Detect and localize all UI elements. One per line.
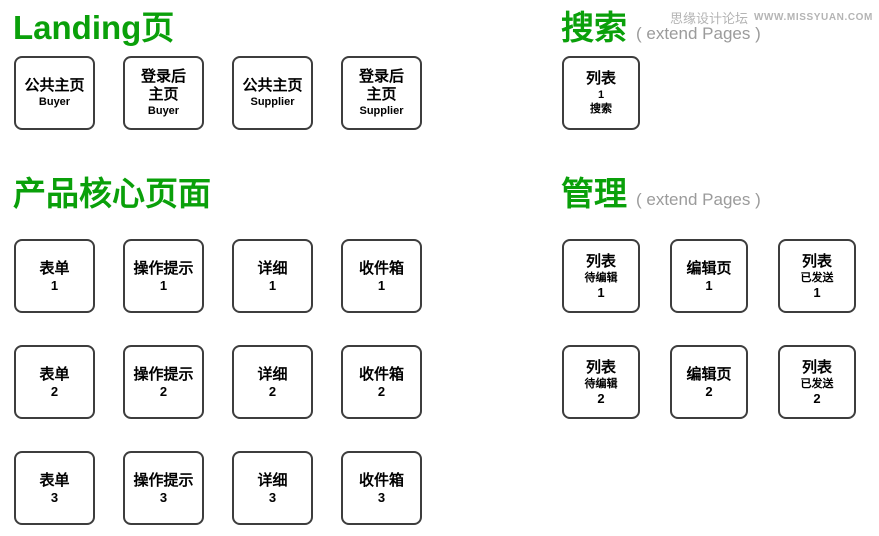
- box-label: 列表: [585, 70, 616, 87]
- box-label: 详细: [257, 471, 288, 489]
- box-label: 收件箱: [358, 471, 404, 489]
- box-detail-1: 详细 1: [232, 239, 313, 313]
- box-edit-page-2: 编辑页 2: [670, 345, 748, 419]
- search-section-header: 搜索 ( extend Pages ): [561, 8, 761, 48]
- box-number: 2: [597, 390, 605, 406]
- box-inbox-3: 收件箱 3: [341, 451, 422, 525]
- box-number: 2: [159, 383, 168, 399]
- box-label: 编辑页: [686, 259, 732, 277]
- box-public-home-buyer: 公共主页 Buyer: [14, 56, 95, 130]
- watermark-brand: 思缘设计论坛: [669, 11, 748, 26]
- box-number: 1: [597, 284, 605, 300]
- box-loggedin-home-supplier: 登录后 主页 Supplier: [341, 56, 422, 130]
- watermark: 思缘设计论坛 www.missyuan.com: [670, 8, 873, 27]
- box-label-line2: 主页: [366, 86, 397, 103]
- box-list-pending-2: 列表 待编辑 2: [562, 345, 640, 419]
- box-label: 公共主页: [242, 77, 303, 94]
- box-detail-3: 详细 3: [232, 451, 313, 525]
- box-label: 表单: [39, 259, 70, 277]
- box-sub-label: 搜索: [590, 103, 612, 115]
- box-label: 详细: [257, 365, 288, 383]
- box-label: 收件箱: [358, 259, 404, 277]
- box-label-line2: 主页: [148, 86, 179, 103]
- box-number: 1: [268, 277, 277, 293]
- box-inbox-1: 收件箱 1: [341, 239, 422, 313]
- box-label: 列表: [585, 252, 616, 270]
- box-label: 编辑页: [686, 365, 732, 383]
- box-action-tip-2: 操作提示 2: [123, 345, 204, 419]
- manage-section-header: 管理 ( extend Pages ): [561, 174, 761, 214]
- box-form-3: 表单 3: [14, 451, 95, 525]
- box-list-sent-1: 列表 已发送 1: [778, 239, 856, 313]
- box-public-home-supplier: 公共主页 Supplier: [232, 56, 313, 130]
- box-label: 公共主页: [24, 77, 85, 94]
- core-box-grid: 表单 1 操作提示 1 详细 1 收件箱 1 表单 2 操作提示 2 详细 2 …: [14, 239, 422, 525]
- manage-section-title: 管理: [561, 175, 627, 212]
- box-sub-label: Supplier: [250, 96, 295, 108]
- box-label: 登录后: [140, 68, 186, 85]
- box-label: 表单: [39, 471, 70, 489]
- box-number: 2: [268, 383, 277, 399]
- landing-box-grid: 公共主页 Buyer 登录后 主页 Buyer 公共主页 Supplier 登录…: [14, 56, 422, 130]
- box-label: 表单: [39, 365, 70, 383]
- box-number: 3: [50, 489, 59, 505]
- box-search-list-1: 列表 1 搜索: [562, 56, 640, 130]
- core-section-title: 产品核心页面: [13, 175, 211, 212]
- box-label: 操作提示: [133, 471, 194, 489]
- box-label: 详细: [257, 259, 288, 277]
- box-number: 3: [268, 489, 277, 505]
- box-number: 2: [813, 390, 821, 406]
- box-label: 收件箱: [358, 365, 404, 383]
- box-form-2: 表单 2: [14, 345, 95, 419]
- box-number: 2: [50, 383, 59, 399]
- box-form-1: 表单 1: [14, 239, 95, 313]
- box-number: 1: [813, 284, 821, 300]
- box-sub-label: Supplier: [359, 105, 404, 117]
- search-box-grid: 列表 1 搜索: [562, 56, 640, 130]
- landing-section-title: Landing页: [13, 9, 175, 46]
- box-label: 登录后: [358, 68, 404, 85]
- box-loggedin-home-buyer: 登录后 主页 Buyer: [123, 56, 204, 130]
- box-list-pending-1: 列表 待编辑 1: [562, 239, 640, 313]
- box-sub-label: Buyer: [147, 105, 180, 117]
- box-label: 操作提示: [133, 365, 194, 383]
- box-sub-label: 待编辑: [584, 271, 618, 284]
- box-detail-2: 详细 2: [232, 345, 313, 419]
- box-label: 列表: [801, 358, 832, 376]
- box-sub-label: Buyer: [38, 96, 71, 108]
- box-sub-label: 已发送: [800, 271, 834, 284]
- box-action-tip-1: 操作提示 1: [123, 239, 204, 313]
- box-number: 1: [705, 277, 713, 293]
- box-number: 2: [705, 383, 713, 399]
- manage-box-grid: 列表 待编辑 1 编辑页 1 列表 已发送 1 列表 待编辑 2 编辑页 2 列…: [562, 239, 856, 419]
- box-number: 1: [159, 277, 168, 293]
- box-label: 操作提示: [133, 259, 194, 277]
- box-label: 列表: [585, 358, 616, 376]
- box-list-sent-2: 列表 已发送 2: [778, 345, 856, 419]
- box-number: 3: [377, 489, 386, 505]
- box-sub-label: 待编辑: [584, 377, 618, 390]
- search-section-subtitle: ( extend Pages ): [636, 24, 761, 43]
- watermark-url: www.missyuan.com: [753, 12, 873, 23]
- search-section-title: 搜索: [561, 9, 627, 46]
- box-number: 1: [377, 277, 386, 293]
- box-number: 1: [597, 89, 605, 101]
- box-sub-label: 已发送: [800, 377, 834, 390]
- box-number: 2: [377, 383, 386, 399]
- box-number: 3: [159, 489, 168, 505]
- manage-section-subtitle: ( extend Pages ): [636, 190, 761, 209]
- box-action-tip-3: 操作提示 3: [123, 451, 204, 525]
- box-label: 列表: [801, 252, 832, 270]
- box-inbox-2: 收件箱 2: [341, 345, 422, 419]
- box-edit-page-1: 编辑页 1: [670, 239, 748, 313]
- box-number: 1: [50, 277, 59, 293]
